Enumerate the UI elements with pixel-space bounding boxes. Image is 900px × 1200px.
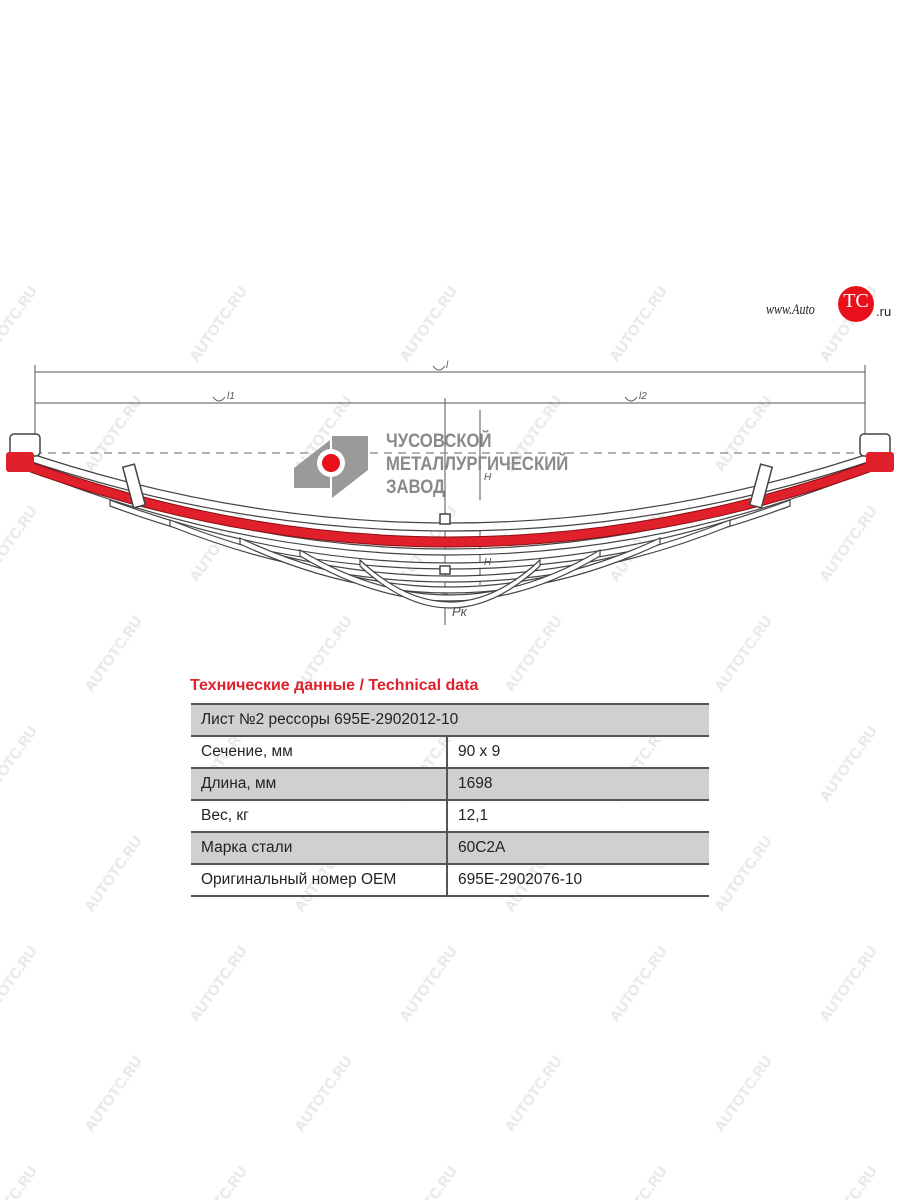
table-title: Технические данные / Technical data	[190, 677, 479, 694]
logo-line-3: ЗАВОД	[386, 477, 445, 498]
logo-line-2: МЕТАЛЛУРГИЧЕСКИЙ	[386, 454, 569, 475]
spring-eyes	[9, 433, 891, 575]
row-value: 1698	[446, 768, 709, 801]
row-label: Оригинальный номер OEM	[191, 864, 447, 897]
force-label: Pк	[452, 604, 468, 619]
height-label: H	[484, 472, 492, 483]
tech-data-table: Лист №2 рессоры 695E-2902012-10 Сечение,…	[191, 703, 709, 897]
leaf-spring-drawing: l l1 l2 H H Pк	[6, 360, 894, 625]
brand-www: www.Auto	[766, 302, 815, 318]
height2-label: H	[484, 557, 492, 568]
table-header-row: Лист №2 рессоры 695E-2902012-10	[191, 703, 709, 737]
autotc-logo: www.Auto TC .ru	[766, 286, 900, 326]
red-leaf-ends	[6, 452, 894, 472]
dim-l1-label: l1	[227, 391, 235, 402]
row-label: Марка стали	[191, 832, 447, 865]
brand-tc-circle: TC	[838, 286, 874, 322]
spring-leaves	[13, 447, 887, 609]
row-label: Длина, мм	[191, 768, 447, 801]
chmz-logo-mark	[294, 436, 368, 498]
row-label: Вес, кг	[191, 800, 447, 833]
dim-l-label: l	[446, 360, 449, 371]
logo-line-1: ЧУСОВСКОЙ	[386, 431, 492, 452]
row-label: Сечение, мм	[191, 736, 447, 769]
table-header: Лист №2 рессоры 695E-2902012-10	[191, 703, 709, 737]
brand-ru: .ru	[876, 304, 892, 319]
row-value: 60С2А	[446, 832, 709, 865]
row-value: 12,1	[446, 800, 709, 833]
dim-l2-label: l2	[639, 391, 647, 402]
row-value: 695E-2902076-10	[446, 864, 709, 897]
row-value: 90 x 9	[446, 736, 709, 769]
chmz-logo-text: ЧУСОВСКОЙ МЕТАЛЛУРГИЧЕСКИЙ ЗАВОД	[386, 430, 568, 499]
